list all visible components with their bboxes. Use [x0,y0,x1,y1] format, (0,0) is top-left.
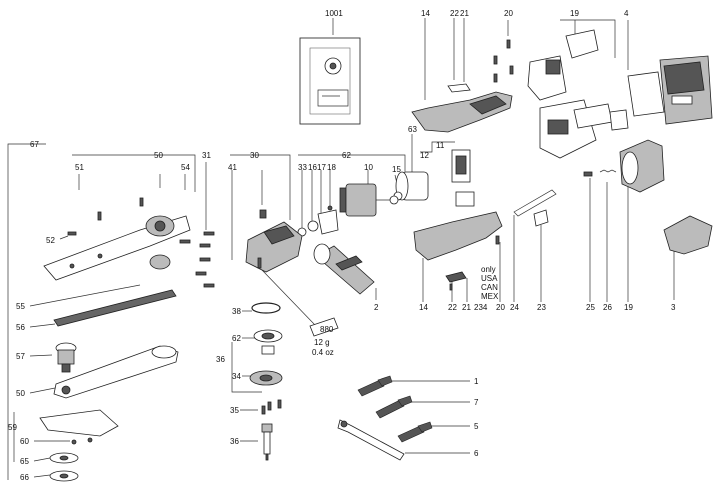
grease-tube-code: 880 [320,325,334,334]
detail-box-1001 [299,37,361,125]
hex-key-5 [397,421,433,443]
callout-55: 55 [16,302,25,311]
drive-belt [53,289,177,327]
callout-41: 41 [228,163,237,172]
region-note-line-4: MEX [481,292,499,301]
callout-34: 34 [232,372,241,381]
callout-14-bottom: 14 [419,303,428,312]
pulley [149,254,171,270]
callout-15: 15 [392,165,401,174]
callout-50-bottom: 50 [16,389,25,398]
callout-18: 18 [327,163,336,172]
callout-60: 60 [20,437,29,446]
callout-35: 35 [230,406,239,415]
hex-key-7 [375,395,413,419]
callout-20-bottom: 20 [496,303,505,312]
callout-36: 36 [230,437,239,446]
parts: 880 [39,29,713,482]
callout-57: 57 [16,352,25,361]
grease-tube: 880 [309,317,339,337]
callout-22-top: 22 [450,9,459,18]
callout-5: 5 [474,422,479,431]
grease-weight-oz: 0.4 oz [312,348,334,357]
arm-lower [53,345,179,399]
callout-30: 30 [250,151,259,160]
housing-lower-half [413,211,503,261]
callout-14-top: 14 [421,9,430,18]
callout-54: 54 [181,163,190,172]
callout-56: 56 [16,323,25,332]
callout-12: 12 [420,151,429,160]
callout-19-bottom: 19 [624,303,633,312]
callout-16: 16 [308,163,317,172]
callout-50-top: 50 [154,151,163,160]
callout-38: 38 [232,307,241,316]
battery-pack [627,55,713,125]
callout-31: 31 [202,151,211,160]
callout-11: 11 [436,141,445,150]
o-ring [251,302,281,314]
callout-21-bottom: 21 [462,303,471,312]
callout-62-bottom: 62 [232,334,241,343]
callout-2: 2 [374,303,379,312]
pin-wrench [337,419,405,461]
callout-3: 3 [671,303,676,312]
region-note-line-1: only [481,265,496,274]
callout-25: 25 [586,303,595,312]
callout-33: 33 [298,163,307,172]
region-note-line-2: USA [481,274,498,283]
callout-10: 10 [364,163,373,172]
callout-65: 65 [20,457,29,466]
arm-upper [43,197,191,281]
callout-20-top: 20 [504,9,513,18]
callout-6: 6 [474,449,479,458]
callout-62-top: 62 [342,151,351,160]
callout-67: 67 [30,140,39,149]
callout-26: 26 [603,303,612,312]
guard-plate [39,409,119,437]
screws-left [195,231,215,288]
callout-23: 23 [537,303,546,312]
callout-24: 24 [510,303,519,312]
hex-key-1 [357,375,393,397]
spindle [55,342,77,373]
grease-weight: 12 g [314,338,330,347]
callout-234: 234 [474,303,488,312]
spindle-shaft [261,423,273,461]
callout-66: 66 [20,473,29,482]
callout-4: 4 [624,9,629,18]
callout-63: 63 [408,125,417,134]
callout-52: 52 [46,236,55,245]
callout-36-group: 36 [216,355,225,364]
screws-top [493,39,514,83]
callout-17: 17 [317,163,326,172]
armature [339,183,399,217]
region-note-line-3: CAN [481,283,498,292]
callout-labels: 1001 14 22 21 20 19 4 67 30 62 50 31 51 … [8,9,676,482]
callout-1: 1 [474,377,479,386]
callout-7: 7 [474,398,479,407]
callout-21-top: 21 [460,9,469,18]
leader-lines [7,18,675,480]
side-handle [313,243,375,295]
callout-51: 51 [75,163,84,172]
callout-22-bottom: 22 [448,303,457,312]
callout-59: 59 [8,423,17,432]
callout-19-top: 19 [570,9,579,18]
callout-1001: 1001 [325,9,343,18]
cover [663,215,713,255]
